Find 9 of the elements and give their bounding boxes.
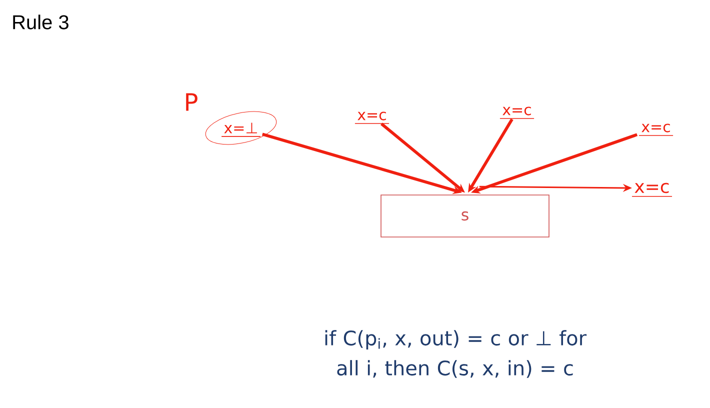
handwritten-letter: P <box>186 93 198 111</box>
handwritten-label: x=c <box>500 106 534 119</box>
rule-statement: if C(p$_{i}$, x, out) = c or ⊥ for all i, then C(s, x, in) = c <box>325 330 587 378</box>
handwritten-label: x=c <box>638 124 674 136</box>
handwritten-label: x=⊥ <box>205 111 277 145</box>
handwritten-label: x=c <box>354 112 390 124</box>
handwritten-label: x=c <box>632 182 672 197</box>
process-box: s <box>380 194 550 238</box>
slide-title: Rule 3 <box>13 14 68 30</box>
